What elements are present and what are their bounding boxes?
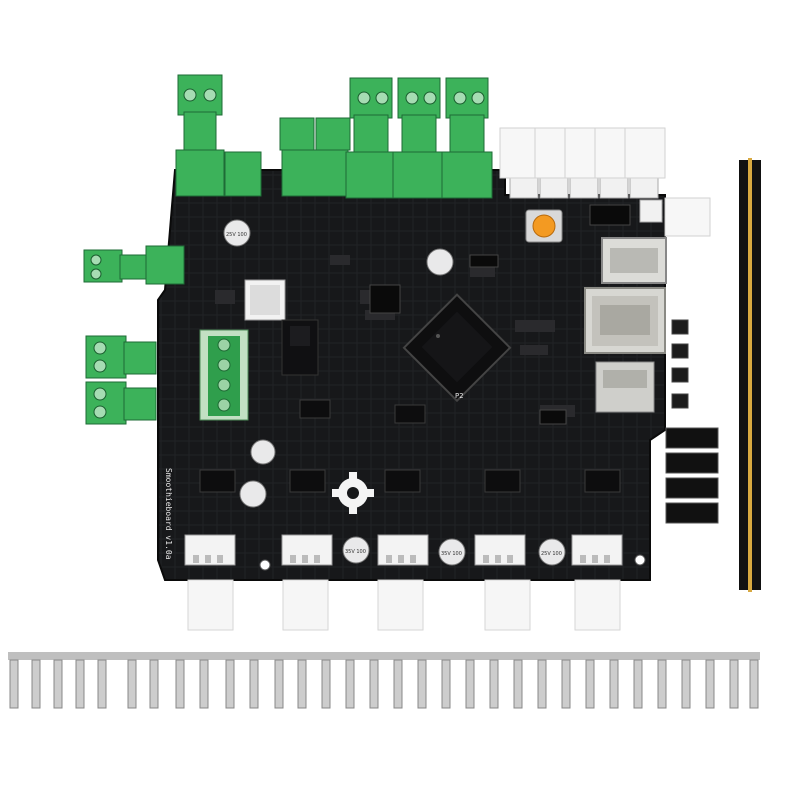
pin-header-strip	[739, 158, 761, 592]
reset-button	[525, 209, 563, 243]
pin-header-block	[369, 204, 631, 425]
capacitor: 25V 100	[223, 219, 251, 247]
dupont-housings	[665, 427, 719, 524]
capacitor-mark: 35V 100	[441, 551, 462, 557]
power-terminal-block	[199, 329, 249, 421]
board-silkscreen: Smoothieboard v1.0a	[164, 468, 173, 560]
capacitor-mark: 35V 100	[345, 549, 366, 555]
controller-board: P2	[157, 169, 667, 581]
green-terminal-blocks	[83, 74, 493, 425]
capacitor: 35V 100	[342, 536, 370, 564]
stepper-driver-chips	[199, 399, 621, 493]
gear-logo-icon	[332, 472, 374, 514]
capacitor	[426, 248, 454, 276]
crimp-terminals	[8, 652, 760, 709]
jumper-caps	[671, 319, 689, 409]
capacitor-mark: 25V 100	[541, 551, 562, 557]
power-module	[244, 279, 319, 376]
ethernet-port	[584, 287, 666, 354]
chip-label: P2	[455, 392, 463, 400]
capacitor: 25V 100	[538, 538, 566, 566]
capacitor	[239, 480, 267, 508]
usb-port	[601, 237, 667, 284]
connector-pins	[193, 555, 610, 563]
capacitor	[250, 439, 276, 465]
capacitor-mark: 25V 100	[226, 232, 247, 238]
loose-connector-housings-top	[499, 127, 711, 237]
sd-card-slot	[595, 361, 655, 413]
main-mcu-chip	[402, 293, 512, 403]
endstop-connectors	[509, 175, 663, 223]
capacitor: 35V 100	[438, 538, 466, 566]
loose-connector-housings-bottom	[187, 579, 621, 631]
